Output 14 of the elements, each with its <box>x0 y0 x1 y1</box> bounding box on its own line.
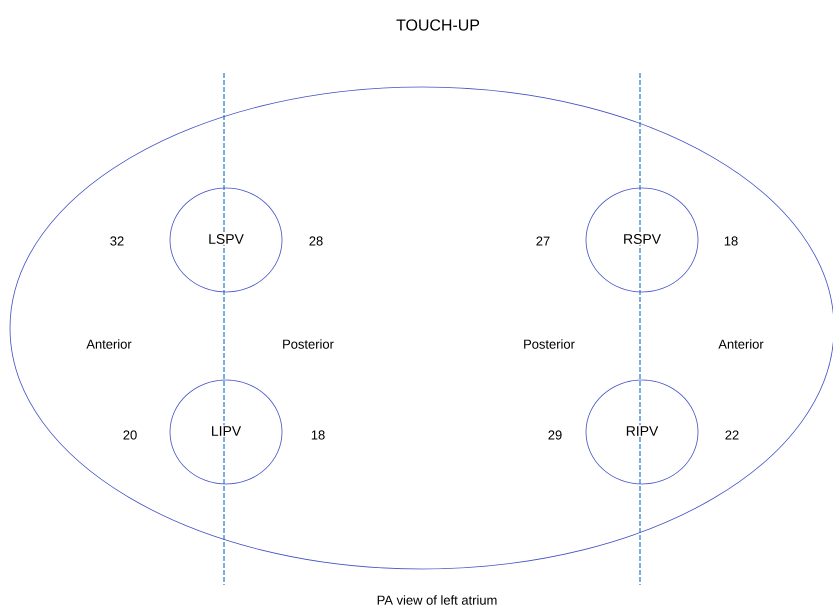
region-label: 18 <box>724 236 738 246</box>
region-label: 32 <box>110 236 124 246</box>
region-label: 28 <box>309 236 323 246</box>
title: TOUCH-UP <box>396 19 480 31</box>
region-label: 27 <box>536 236 550 246</box>
caption: PA view of left atrium <box>376 594 498 606</box>
region-label: 20 <box>123 430 137 440</box>
region-label: 29 <box>548 430 562 440</box>
region-label: Anterior <box>718 339 764 349</box>
region-label: 18 <box>312 430 325 440</box>
region-label: Posterior <box>283 339 334 349</box>
region-label: 22 <box>725 430 739 440</box>
region-label: Anterior <box>86 339 132 349</box>
region-label: Posterior <box>524 339 575 349</box>
